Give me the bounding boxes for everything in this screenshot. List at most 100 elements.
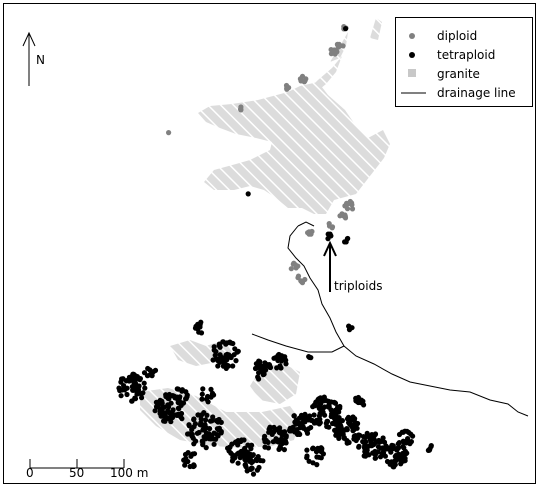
tetraploid-sample-point — [371, 436, 377, 442]
north-arrow-head — [22, 31, 36, 47]
tetraploid-sample-point — [281, 447, 287, 453]
tetraploid-sample-point — [277, 363, 283, 369]
tetraploid-sample-point — [399, 429, 405, 435]
tetraploid-sample-point — [182, 462, 188, 468]
tetraploid-sample-point — [345, 235, 351, 242]
tetraploid-sample-point — [116, 385, 122, 391]
tetraploid-sample-point — [250, 471, 257, 477]
tetraploid-sample-point — [267, 364, 273, 370]
tetraploid-sample-point — [219, 355, 226, 361]
legend-item-drainage: drainage line — [401, 86, 516, 100]
tetraploid-sample-point — [168, 419, 174, 425]
diploid-sample-point — [342, 215, 349, 221]
scale-label-50: 50 — [69, 466, 84, 480]
tetraploid-sample-point — [191, 441, 197, 447]
diploid-sample-point — [337, 213, 343, 219]
tetraploid-sample-point — [168, 400, 174, 406]
tetraploid-sample-point — [306, 354, 313, 360]
drainage-line-head — [297, 221, 315, 227]
tetraploid-sample-point — [392, 462, 398, 468]
tetraploid-sample-point — [386, 446, 393, 452]
tetraploid-sample-point — [171, 393, 177, 399]
tetraploid-sample-point — [134, 391, 140, 397]
tetraploid-sample-point — [232, 455, 238, 461]
tetraploid-sample-point — [141, 380, 147, 386]
tetraploid-sample-point — [185, 431, 191, 437]
tetraploid-sample-point — [323, 420, 329, 426]
tetraploid-sample-point — [302, 414, 308, 420]
tetraploid-sample-point — [191, 462, 197, 468]
tetraploid-sample-point — [407, 441, 413, 447]
tetraploid-sample-point — [361, 402, 367, 408]
tetraploid-sample-point — [265, 445, 271, 451]
tetraploid-sample-point — [189, 431, 195, 437]
tetraploid-sample-point — [262, 360, 268, 366]
tetraploid-sample-point — [235, 460, 241, 466]
tetraploid-sample-point — [360, 434, 367, 440]
tetraploid-sample-point — [184, 392, 190, 398]
tetraploid-sample-point — [208, 386, 214, 392]
tetraploid-sample-point — [304, 453, 310, 459]
granite-outcrop-ne-1 — [308, 56, 342, 94]
tetraploid-sample-point — [318, 449, 325, 455]
tetraploid-sample-point — [335, 407, 341, 413]
triploids-label: triploids — [334, 279, 382, 293]
tetraploid-sample-point — [310, 404, 316, 410]
tetraploid-sample-point — [197, 324, 203, 330]
diploid-sample-point — [343, 201, 350, 208]
tetraploid-sample-point — [326, 404, 332, 410]
diploid-sample-point — [329, 225, 335, 231]
tetraploid-sample-point — [205, 399, 211, 405]
tetraploid-sample-point — [191, 417, 197, 423]
tetraploid-sample-point — [303, 427, 309, 434]
tetraploid-sample-point — [336, 422, 342, 428]
tetraploid-sample-point — [176, 406, 182, 412]
tetraploid-sample-point — [325, 236, 331, 242]
tetraploid-sample-point — [369, 442, 375, 449]
tetraploid-sample-point — [364, 430, 370, 436]
tetraploid-sample-point — [351, 436, 357, 442]
tetraploid-sample-point — [361, 444, 368, 450]
tetraploid-sample-point — [159, 400, 165, 406]
drainage-line-main — [287, 225, 529, 417]
tetraploid-sample-point — [332, 400, 339, 406]
tetraploid-sample-point — [213, 418, 219, 424]
tetraploid-sample-point — [277, 425, 283, 431]
tetraploid-sample-point — [144, 373, 151, 379]
tetraploid-sample-point — [202, 436, 208, 442]
diploid-sample-point — [340, 43, 346, 49]
granite-symbol — [408, 69, 416, 77]
tetraploid-sample-point — [192, 421, 198, 427]
tetraploid-sample-point — [198, 416, 204, 422]
tetraploid-sample-point — [238, 451, 244, 457]
tetraploid-sample-point — [404, 450, 410, 456]
tetraploid-sample-point — [193, 323, 199, 329]
legend-label-diploid: diploid — [437, 29, 477, 43]
tetraploid-sample-point — [245, 191, 251, 197]
tetraploid-sample-point — [343, 26, 349, 32]
tetraploid-sample-point — [205, 393, 211, 400]
tetraploid-sample-point — [242, 448, 248, 454]
tetraploid-sample-point — [196, 429, 202, 436]
tetraploid-sample-point — [347, 421, 353, 428]
tetraploid-sample-point — [354, 399, 360, 405]
tetraploid-sample-point — [398, 461, 404, 467]
tetraploid-sample-point — [133, 373, 139, 379]
tetraploid-sample-point — [214, 432, 220, 438]
tetraploid-sample-point — [140, 390, 146, 396]
legend-label-granite: granite — [437, 67, 480, 81]
diploid-sample-point — [302, 78, 308, 84]
legend-item-diploid: diploid — [409, 29, 477, 43]
triploids-arrow-head — [323, 240, 337, 257]
tetraploid-sample-point — [135, 387, 142, 393]
tetraploid-sample-point — [165, 408, 171, 414]
tetraploid-sample-point — [124, 391, 130, 398]
tetraploid-sample-point — [163, 415, 170, 421]
scale-bar: 0 50 100 m — [26, 459, 148, 480]
diploid-sample-point — [166, 130, 172, 136]
tetraploid-sample-point — [199, 396, 205, 402]
tetraploid-sample-point — [349, 325, 355, 331]
tetraploid-sample-point — [310, 460, 316, 466]
tetraploid-sample-point — [261, 436, 267, 442]
legend-label-drainage: drainage line — [437, 86, 516, 100]
